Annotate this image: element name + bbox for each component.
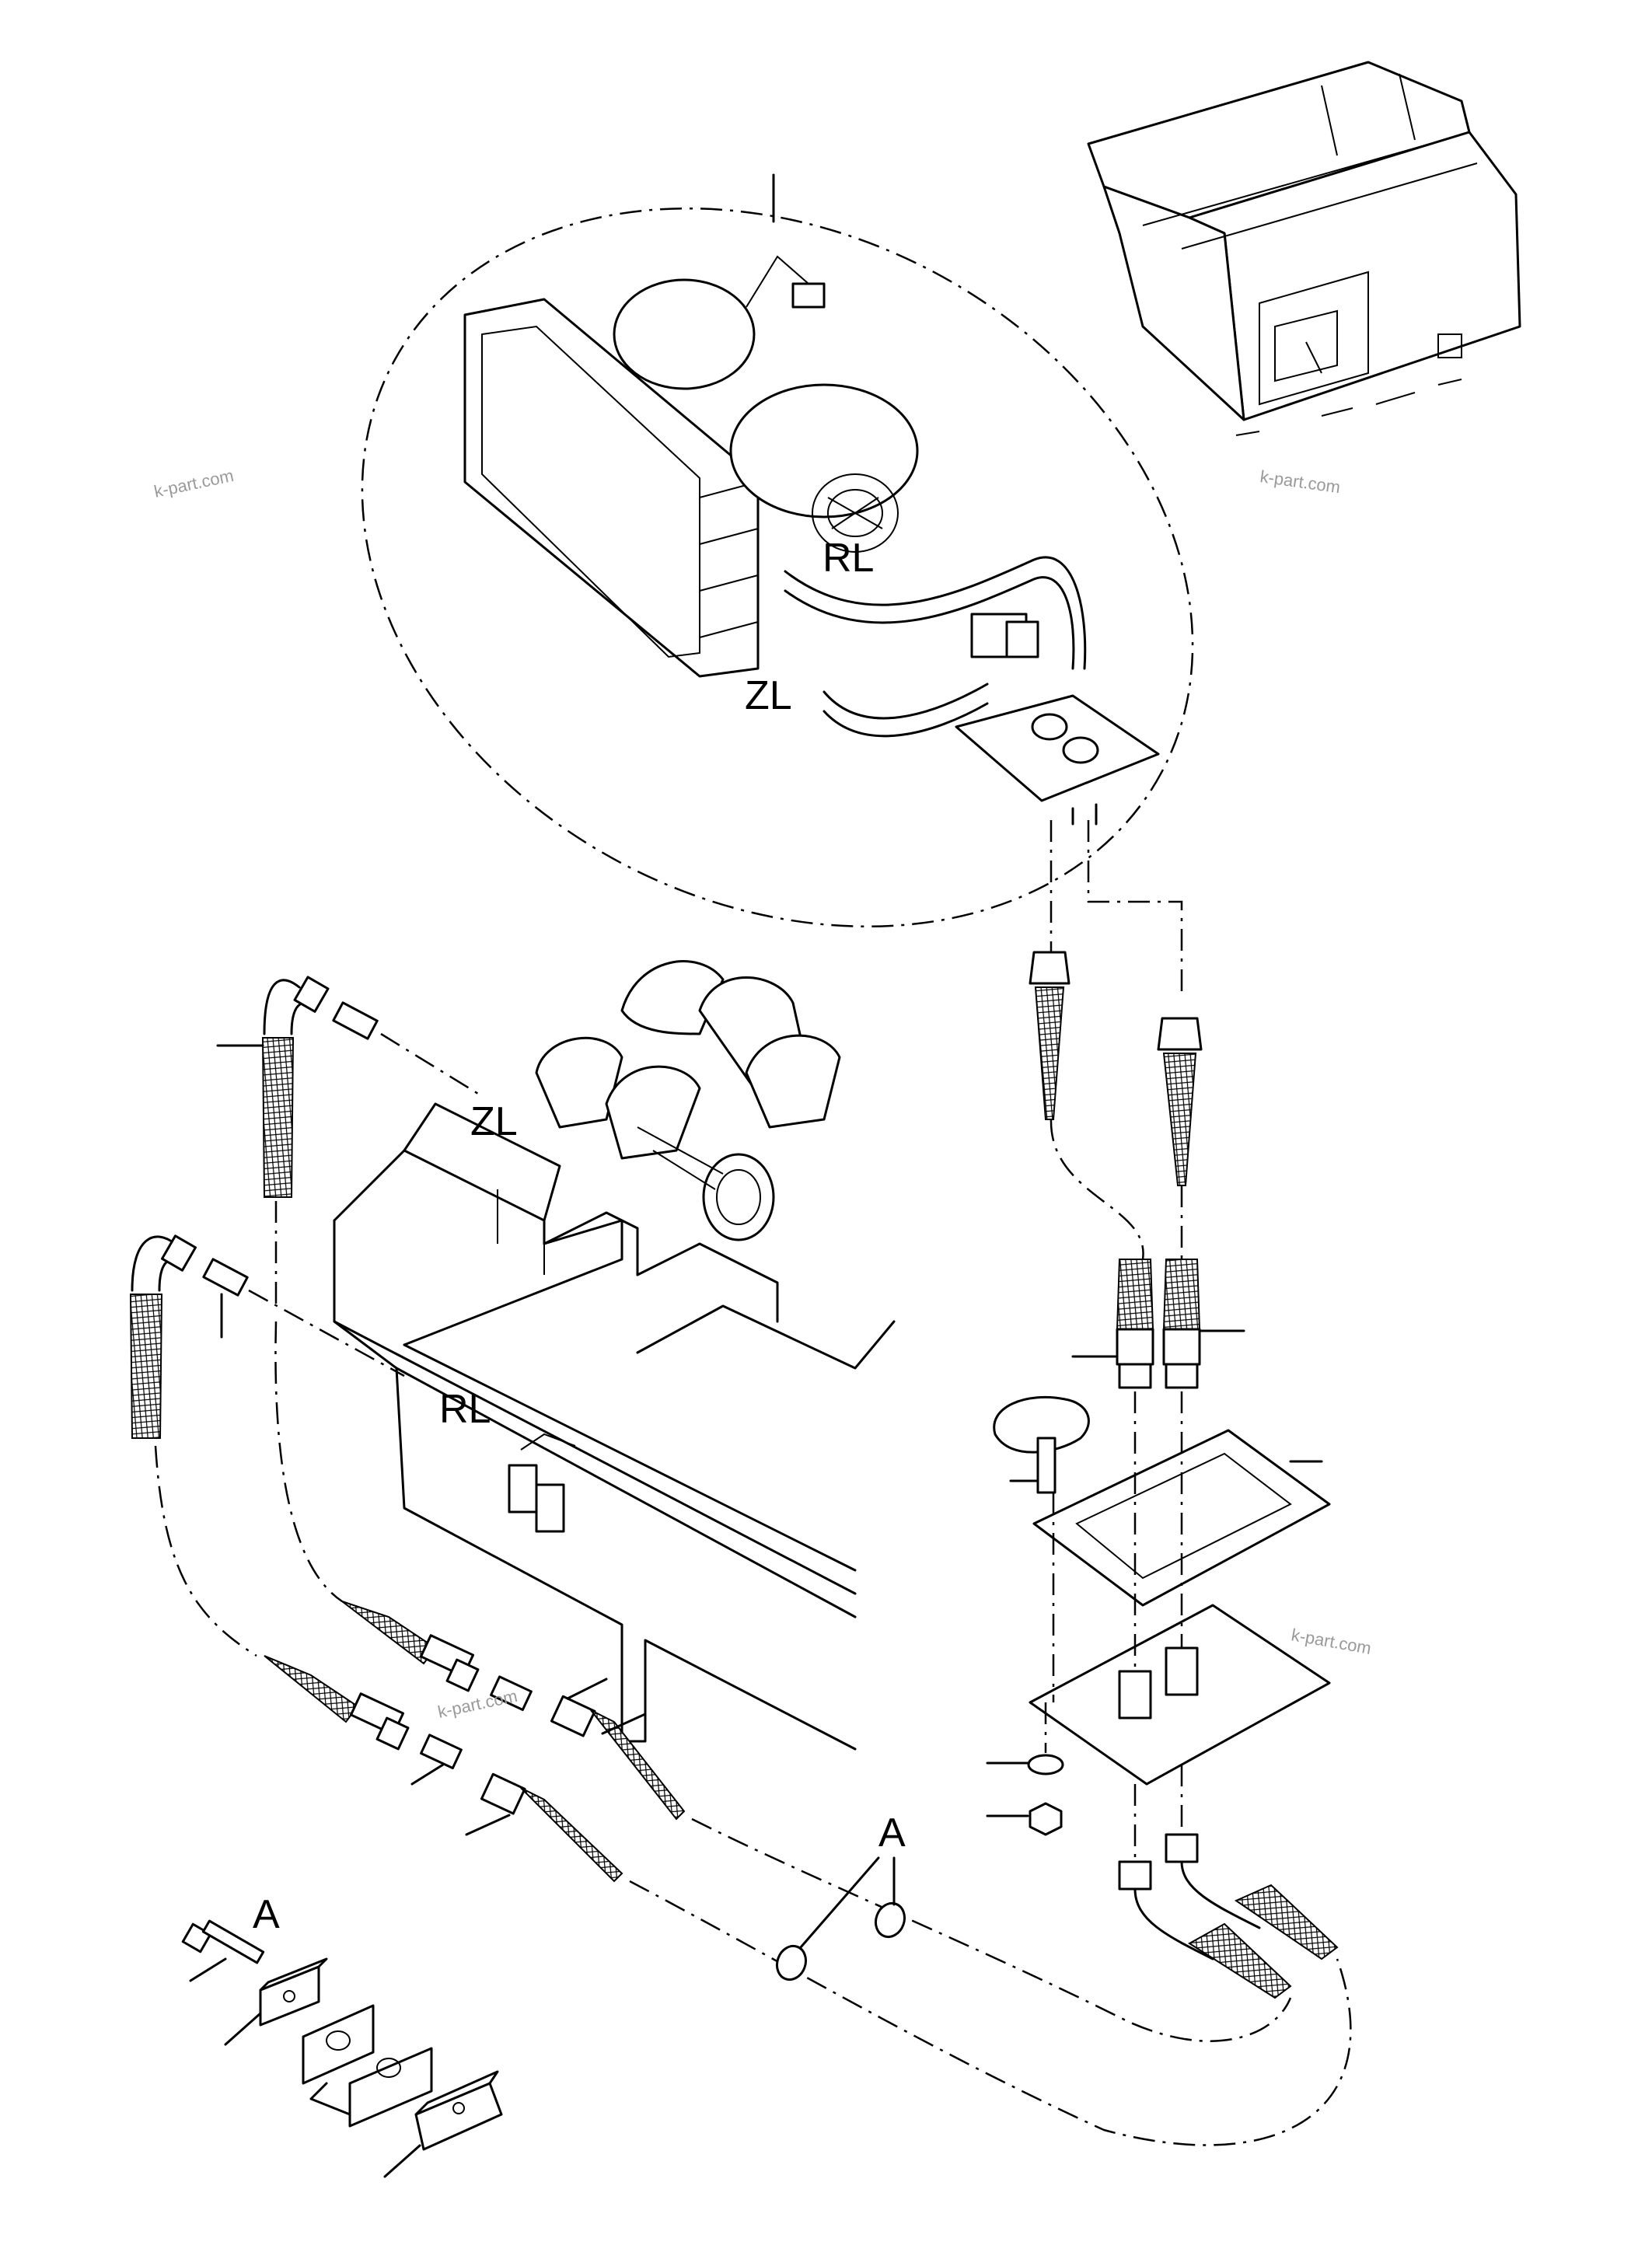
watermark-2: k-part.com: [152, 466, 236, 501]
label-zl-engine: ZL: [470, 1099, 518, 1144]
valve-to-engine-hoses: [1029, 820, 1245, 1389]
nut: [1029, 1802, 1063, 1836]
label-a-clamp: A: [878, 1810, 906, 1856]
heater-unit-group: [361, 173, 1194, 928]
watermark-1: k-part.com: [1259, 466, 1341, 497]
bolt-shank: [201, 1919, 265, 1964]
heat-exchanger-core: [463, 298, 760, 678]
clamp-kit: [181, 1919, 503, 2178]
supply-pipe-zl: [823, 683, 989, 720]
label-rl-heater: RL: [823, 536, 874, 581]
flange-assembly: [986, 1391, 1339, 1999]
label-zl-heater: ZL: [745, 673, 792, 718]
clamp-half-left: [302, 2004, 375, 2085]
washer: [1027, 1754, 1064, 1775]
clamp-half-right: [348, 2047, 433, 2128]
watermark-3: k-part.com: [1290, 1625, 1373, 1658]
blower-motor: [613, 255, 919, 553]
control-valve-bracket: [955, 613, 1160, 826]
engine-block: [333, 960, 896, 1751]
label-a-kit: A: [253, 1892, 280, 1937]
heater-detail-ellipse: [361, 207, 1194, 928]
watermark-4: k-part.com: [436, 1686, 519, 1722]
label-rl-engine: RL: [439, 1387, 491, 1432]
return-pipe-rl: [784, 556, 1087, 670]
cab-overview: [1087, 61, 1521, 436]
clamp-rings: [775, 1856, 906, 1981]
engine-side-hoses: [129, 976, 1352, 2146]
